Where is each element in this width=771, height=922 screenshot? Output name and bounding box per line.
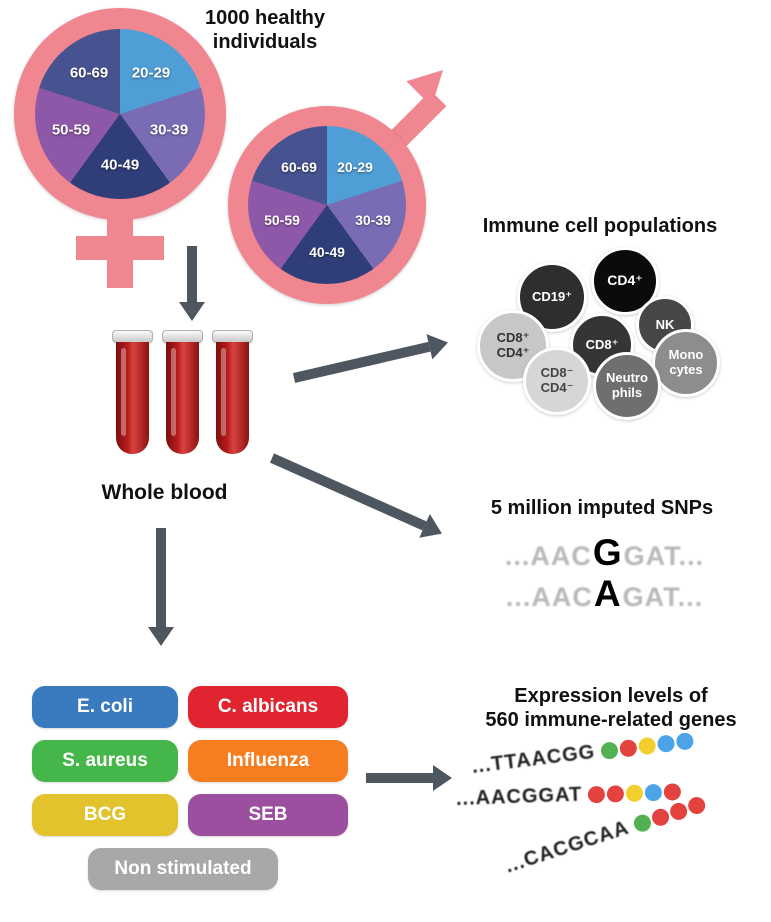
arrow-shaft [156,528,166,627]
arrow-shaft [366,773,433,783]
arrow-shaft [187,246,197,302]
snp-sequence-1: ...AACGGAT... [462,532,747,573]
age-group-label: 20-29 [337,159,373,175]
arrow-to-snps-icon [266,445,448,546]
arrow-head [419,514,448,546]
cell-cd8-cd4-dn: CD8⁻ CD4⁻ [523,347,591,415]
age-group-label: 60-69 [69,64,109,82]
expression-row: ...AACGGAT [456,780,682,811]
snp-variant-letter: G [592,532,623,573]
snp-suffix: GAT... [623,541,705,571]
blood-tube [212,330,253,454]
expression-title: Expression levels of 560 immune-related … [485,685,737,731]
arrow-to-cell-populations-icon [291,329,451,392]
expression-dot [675,731,695,751]
age-group-label: 50-59 [51,121,91,139]
arrow-down-to-blood-icon [178,246,206,321]
expression-sequence: ...AACGGAT [455,783,583,810]
cell-neutrophils: Neutro phils [593,352,661,420]
arrow-shaft [292,341,431,383]
tube-shine [221,348,226,436]
male-icon-arrow-head [406,57,455,106]
age-group-label: 50-59 [264,212,300,228]
blood-tube [162,330,203,454]
arrow-head [179,302,205,321]
stimulus-seb: SEB [188,794,348,836]
expression-dot [685,794,708,817]
stimulus-c-albicans: C. albicans [188,686,348,728]
arrow-head [148,627,174,646]
female-icon-cross [76,236,164,260]
stimulus-e-coli: E. coli [32,686,178,728]
snp-sequences: ...AACGGAT... ...AACAGAT... [462,532,747,614]
male-icon: 20-29 30-39 40-49 50-59 60-69 [228,106,426,304]
arrow-down-to-stimulations-icon [147,528,175,646]
stimulus-s-aureus: S. aureus [32,740,178,782]
arrow-head [433,765,452,791]
expression-sequence: ...CACGCAA [502,816,632,878]
expression-dot [618,738,638,758]
expression-dot [600,741,620,761]
stimulus-influenza: Influenza [188,740,348,782]
tube-body [216,342,249,454]
expression-row: ...TTAACGG [471,729,695,779]
cohort-title: 1000 healthy individuals [204,7,326,53]
stimulus-non-stimulated: Non stimulated [88,848,278,890]
arrow-shaft [269,453,427,531]
age-group-label: 30-39 [355,212,391,228]
expression-dot [637,736,657,756]
arrow-to-expression-icon [366,764,452,792]
expression-dot [667,800,690,823]
expression-sequence: ...TTAACGG [470,740,597,778]
stimulus-bcg: BCG [32,794,178,836]
tube-shine [121,348,126,436]
expression-dot [649,806,672,829]
tube-shine [171,348,176,436]
expression-dot [644,783,663,802]
female-icon: 20-29 30-39 40-49 50-59 60-69 [14,8,226,220]
age-group-label: 20-29 [131,64,171,82]
expression-dot [625,784,644,803]
expression-dot [587,785,606,804]
snp-variant-letter: A [593,572,622,614]
expression-dot [606,785,625,803]
age-group-label: 30-39 [149,121,189,139]
age-group-label: 60-69 [281,159,317,175]
snp-prefix: ...AAC [504,541,592,571]
cell-monocytes: Mono cytes [652,329,720,397]
expression-dot [631,812,654,834]
blood-tube [112,330,153,454]
age-pie-male: 20-29 30-39 40-49 50-59 60-69 [248,126,406,284]
whole-blood-label: Whole blood [101,481,228,504]
tube-body [166,342,199,454]
arrow-head [426,329,451,360]
age-group-label: 40-49 [309,244,345,260]
blood-tubes [112,330,253,454]
cell-cd4: CD4⁺ [591,247,659,315]
age-pie-female: 20-29 30-39 40-49 50-59 60-69 [35,29,205,199]
snp-suffix: GAT... [622,581,704,612]
tube-body [116,342,149,454]
immune-cells-title: Immune cell populations [482,215,718,237]
snps-title: 5 million imputed SNPs [490,497,714,519]
snp-prefix: ...AAC [505,581,593,612]
age-group-label: 40-49 [100,156,140,174]
expression-dot [656,734,676,754]
snp-sequence-2: ...AACAGAT... [462,572,747,614]
